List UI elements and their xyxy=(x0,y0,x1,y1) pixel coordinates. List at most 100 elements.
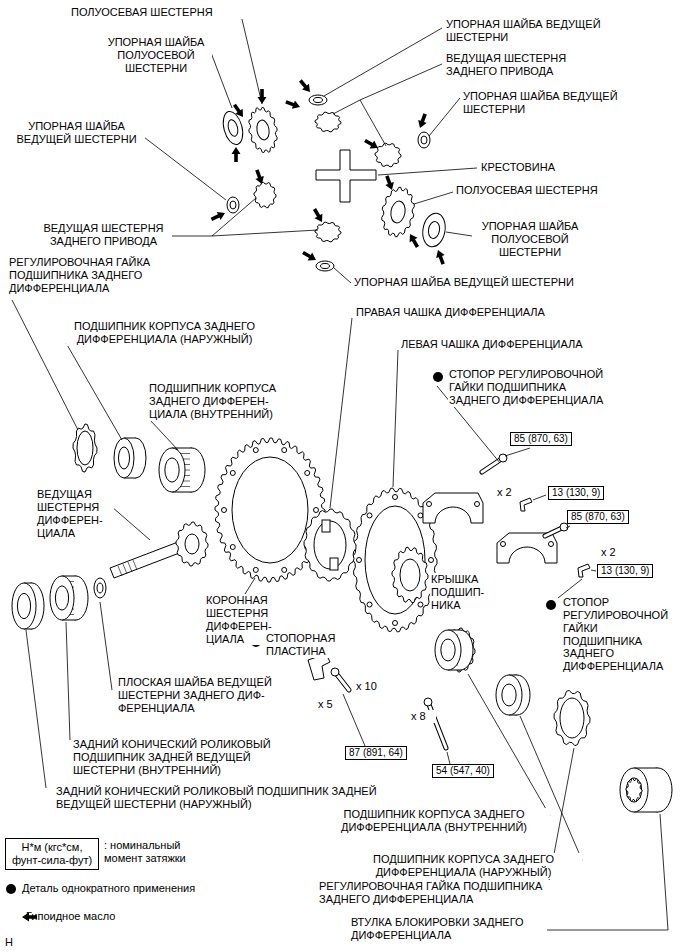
nut-lock xyxy=(578,564,590,577)
drive-pinion xyxy=(128,562,132,572)
case-bearing xyxy=(435,630,461,670)
torque-box: 87 (891, 64) xyxy=(345,746,407,760)
single-use-mark xyxy=(6,884,16,894)
drive-pinion xyxy=(185,534,199,554)
part-label: УПОРНАЯ ШАЙБА ПОЛУОСЕВОЙ ШЕСТЕРНИ xyxy=(100,36,212,75)
left-case xyxy=(393,621,398,626)
ring-gear xyxy=(282,448,287,453)
bearing-cap xyxy=(475,502,480,507)
part-label: СТОПОРНАЯ ПЛАСТИНА xyxy=(265,632,349,658)
legend-text: Гипоидное масло xyxy=(26,910,115,922)
leader-line xyxy=(378,168,477,175)
right-case xyxy=(304,509,356,581)
oil-arrow xyxy=(210,209,227,223)
part-label: ПОДШИПНИК КОРПУСА ЗАДНЕГО ДИФФЕРЕНЦИАЛА … xyxy=(318,808,550,834)
leader-line xyxy=(446,232,472,236)
torque-box: 85 (870, 63) xyxy=(567,510,629,524)
drive-pinion xyxy=(110,542,182,578)
leader-line xyxy=(520,716,582,860)
drive-pinion xyxy=(133,560,137,570)
lock-sleeve xyxy=(626,778,641,802)
bearing-cap xyxy=(423,493,483,523)
pinion-gear xyxy=(315,112,341,132)
part-label: ПОДШИПНИК КОРПУСА ЗАДНЕГО ДИФФЕРЕН- ЦИАЛ… xyxy=(148,382,290,421)
legend-text: : номинальный момент затяжки xyxy=(104,839,186,864)
side-gear-thrust-washer xyxy=(427,221,441,240)
pinion-gear xyxy=(315,222,341,242)
part-label: РЕГУЛИРОВОЧНАЯ ГАЙКА ПОДШИПНИКА ЗАДНЕГО … xyxy=(318,880,560,906)
drive-pinion xyxy=(176,522,208,566)
leader-line xyxy=(447,752,450,764)
part-label: ВЕДУЩАЯ ШЕСТЕРНЯ ЗАДНЕГО ПРИВОДА xyxy=(445,52,582,78)
part-label: ПОЛУОСЕВАЯ ШЕСТЕРНЯ xyxy=(70,6,247,19)
node-text: 54 (547, 40) xyxy=(436,765,490,777)
leader-line xyxy=(360,100,386,146)
bearing-cup xyxy=(502,684,516,706)
lock-sleeve xyxy=(620,768,648,812)
leader-line xyxy=(414,192,453,204)
spider xyxy=(316,150,376,202)
nut-lock xyxy=(520,498,532,511)
leader-line xyxy=(66,343,122,440)
right-case xyxy=(322,520,330,532)
part-label: УПОРНАЯ ШАЙБА ВЕДУЩЕЙ ШЕСТЕРНИ xyxy=(462,90,636,116)
pinion-bearing xyxy=(50,576,74,620)
side-gear-thrust-washer xyxy=(226,119,239,138)
leader-line xyxy=(140,134,226,200)
part-label: ПОЛУОСЕВАЯ ШЕСТЕРНЯ xyxy=(455,184,637,197)
pinion-thrust-washer xyxy=(316,261,334,271)
left-case xyxy=(357,558,362,563)
pinion-bearing xyxy=(55,586,68,610)
pinion-thrust-washer xyxy=(230,201,236,209)
leader-line xyxy=(245,578,255,594)
leader-line xyxy=(533,495,546,500)
node-text: 85 (870, 63) xyxy=(571,511,625,523)
pinion-thrust-washer xyxy=(321,264,330,269)
pinion-thrust-washer xyxy=(314,98,323,103)
pinion-gear xyxy=(254,182,276,208)
node-text: 13 (130, 9) xyxy=(601,565,649,577)
part-label: ПОДШИПНИК КОРПУСА ЗАДНЕГО ДИФФЕРЕНЦИАЛА … xyxy=(66,320,263,346)
part-label: ВЕДУЩАЯ ШЕСТЕРНЯ ЗАДНЕГО ПРИВОДА xyxy=(35,222,172,248)
oil-arrow xyxy=(284,98,301,112)
lock-sleeve xyxy=(626,778,642,802)
legend-entry: Гипоидное масло xyxy=(26,910,226,923)
part-label: УПОРНАЯ ШАЙБА ПОЛУОСЕВОЙ ШЕСТЕРНИ xyxy=(474,220,586,259)
torque-box: 54 (547, 40) xyxy=(432,764,494,778)
oil-arrow xyxy=(301,249,318,264)
left-case xyxy=(367,602,372,607)
single-use-mark xyxy=(433,372,443,382)
torque-box: 85 (870, 63) xyxy=(510,432,572,446)
leader-line xyxy=(334,268,351,283)
pinion-gear xyxy=(375,143,401,167)
side-gear xyxy=(382,187,415,237)
oil-arrow xyxy=(253,168,267,185)
side-gear xyxy=(249,107,277,152)
drive-pinion xyxy=(118,566,122,576)
pinion-flat-washer xyxy=(94,578,106,598)
quantity-label: x 5 xyxy=(317,698,343,711)
leader-line xyxy=(324,28,442,96)
left-case xyxy=(418,602,423,607)
figure-code: H xyxy=(4,936,20,949)
leader-line xyxy=(330,318,352,508)
adjusting-nut xyxy=(560,698,584,738)
adjusting-nut xyxy=(554,690,590,745)
leader-line xyxy=(333,64,442,114)
part-label: УПОРНАЯ ШАЙБА ВЕДУЩЕЙ ШЕСТЕРНИ xyxy=(445,18,619,44)
leader-line xyxy=(429,98,460,136)
leader-line xyxy=(210,50,232,108)
side-gear xyxy=(389,200,407,224)
bearing-cap xyxy=(549,542,554,547)
ring-gear xyxy=(230,470,235,475)
pinion-bearing-race xyxy=(17,593,30,618)
ring-gear xyxy=(314,508,319,513)
node-text: 87 (891, 64) xyxy=(349,747,403,759)
torque-box: 13 (130, 9) xyxy=(548,486,604,500)
part-label: РЕГУЛИРОВОЧНАЯ ГАЙКА ПОДШИПНИКА ЗАДНЕГО … xyxy=(8,256,170,295)
part-label: УПОРНАЯ ШАЙБА ВЕДУЩЕЙ ШЕСТЕРНИ xyxy=(353,276,685,289)
legend-text: Деталь однократного применения xyxy=(22,882,195,894)
legend-entry: : номинальный момент затяжки xyxy=(104,839,204,865)
pinion-thrust-washer xyxy=(309,95,327,105)
